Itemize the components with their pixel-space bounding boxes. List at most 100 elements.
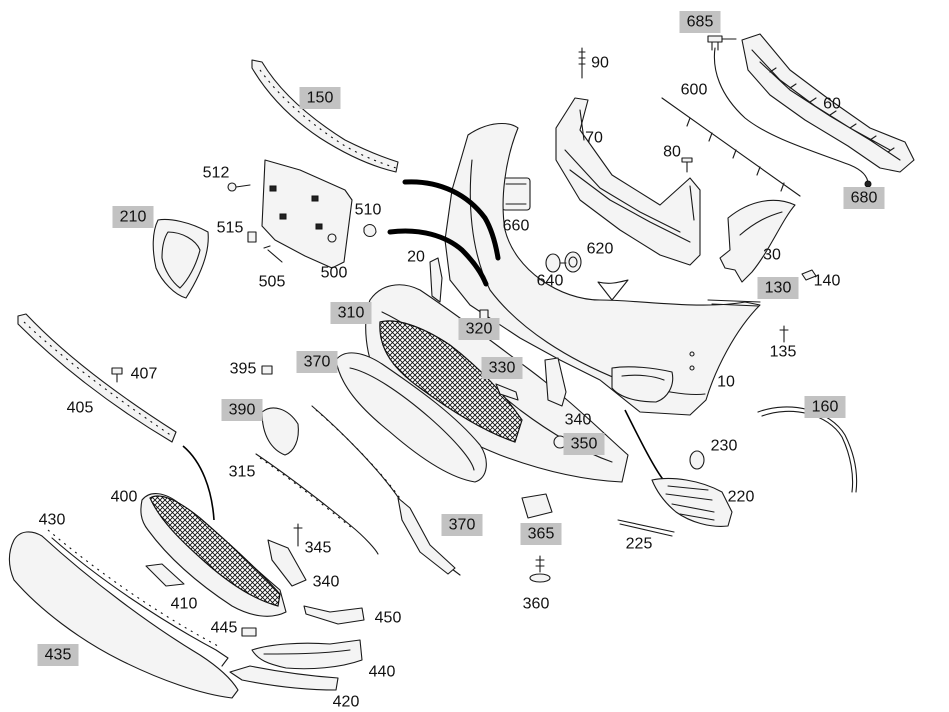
callout-number: 30 [763, 247, 781, 264]
callout-345: 345 [305, 540, 332, 557]
strip-370-lower [311, 405, 461, 576]
callout-440: 440 [369, 664, 396, 681]
callout-number: 370 [449, 517, 476, 534]
bumper-cover-10 [444, 123, 761, 416]
nut-510 [363, 223, 377, 238]
callout-number: 135 [770, 344, 797, 361]
callout-number: 680 [851, 190, 878, 207]
callout-450: 450 [375, 610, 402, 627]
callout-highlight-box [804, 396, 846, 418]
callout-number: 340 [565, 412, 592, 429]
skid-plate-420 [229, 665, 339, 691]
callout-430: 430 [39, 512, 66, 529]
callout-number: 420 [333, 694, 360, 711]
callout-highlight-box [757, 277, 799, 299]
callout-highlight-box [563, 433, 605, 455]
bracket-330 [495, 383, 519, 401]
impact-absorber-60 [741, 33, 915, 173]
callout-685: 685 [679, 11, 721, 33]
callout-340: 340 [313, 574, 340, 591]
mounting-bracket-70 [555, 97, 701, 266]
callout-445: 445 [211, 620, 238, 637]
wiring-harness-600 [661, 47, 872, 197]
trim-440 [251, 639, 363, 670]
callout-number: 350 [571, 436, 598, 453]
callout-number: 80 [663, 144, 681, 161]
callout-number: 220 [728, 489, 755, 506]
clip-365 [521, 493, 553, 519]
callout-number: 90 [591, 55, 609, 72]
callout-510: 510 [355, 202, 382, 219]
callout-highlight-box [37, 644, 79, 666]
callout-365: 365 [520, 523, 562, 545]
screw-90 [578, 47, 586, 79]
callout-130: 130 [757, 277, 799, 299]
callout-number: 210 [120, 209, 147, 226]
assembly-arrows [182, 179, 666, 521]
callout-210: 210 [112, 206, 154, 228]
callout-highlight-box [481, 357, 523, 379]
callout-150: 150 [299, 87, 341, 109]
callout-number: 340 [313, 574, 340, 591]
callout-number: 60 [823, 96, 841, 113]
callout-highlight-box [299, 87, 341, 109]
bumper-lower-430 [8, 529, 239, 699]
callout-505: 505 [259, 274, 286, 291]
callout-10: 10 [717, 374, 735, 391]
callout-420: 420 [333, 694, 360, 711]
callout-highlight-box [458, 318, 500, 340]
callout-225: 225 [626, 536, 653, 553]
callout-number: 370 [304, 354, 331, 371]
callout-number: 365 [528, 526, 555, 543]
callout-660: 660 [503, 218, 530, 235]
callout-number: 225 [626, 536, 653, 553]
callout-number: 395 [230, 361, 257, 378]
callout-number: 600 [681, 82, 708, 99]
callout-500: 500 [321, 265, 348, 282]
sensor-module-660 [501, 177, 531, 211]
callout-number: 512 [203, 165, 230, 182]
callout-70: 70 [585, 130, 603, 147]
callout-number: 130 [765, 280, 792, 297]
callout-highlight-box [221, 399, 263, 421]
callout-number: 510 [355, 202, 382, 219]
screw-505 [263, 245, 283, 263]
callout-number: 10 [717, 374, 735, 391]
fog-lamp-grille-220 [651, 477, 733, 527]
callout-number: 435 [45, 647, 72, 664]
callout-140: 140 [814, 273, 841, 290]
callout-number: 345 [305, 540, 332, 557]
bracket-340-lower [267, 539, 307, 587]
cover-strip-150 [251, 59, 399, 173]
callout-number: 330 [489, 360, 516, 377]
callout-390: 390 [221, 399, 263, 421]
callout-number: 70 [585, 130, 603, 147]
callout-515: 515 [217, 220, 244, 237]
grille-insert-410 [145, 563, 185, 587]
clip-140 [801, 269, 817, 281]
callout-number: 410 [171, 596, 198, 613]
callout-number: 360 [523, 596, 550, 613]
callout-number: 515 [217, 220, 244, 237]
callout-600: 600 [681, 82, 708, 99]
callout-highlight-box [843, 187, 885, 209]
callout-410: 410 [171, 596, 198, 613]
clip-80 [681, 157, 693, 173]
license-plate-bracket-500 [261, 159, 353, 269]
callout-230: 230 [711, 438, 738, 455]
callout-number: 620 [587, 241, 614, 258]
callout-number: 405 [67, 400, 94, 417]
trim-piece-20 [429, 257, 443, 303]
callout-330: 330 [481, 357, 523, 379]
clip-407 [111, 367, 123, 383]
callout-395: 395 [230, 361, 257, 378]
callout-640: 640 [537, 273, 564, 290]
callout-435: 435 [37, 644, 79, 666]
callout-highlight-box [441, 514, 483, 536]
screw-512 [227, 182, 251, 192]
callout-highlight-box [330, 302, 372, 324]
callout-315: 315 [229, 464, 256, 481]
callout-number: 685 [687, 14, 714, 31]
